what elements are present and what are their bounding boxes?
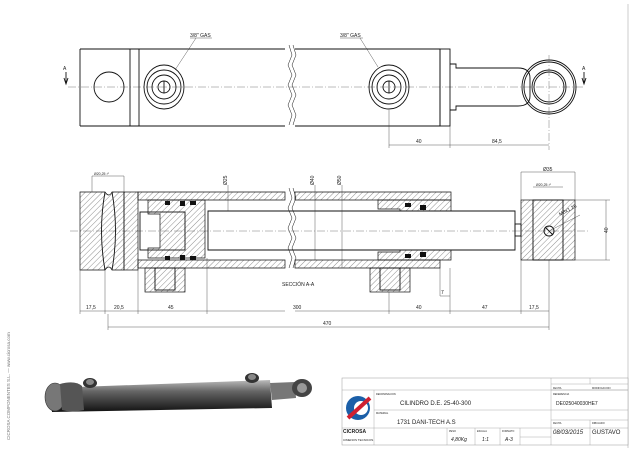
margin-text: CICROSA COMPONENTES S.L. — www.cicrosa.c… [6,332,11,440]
svg-text:ESCALA: ESCALA [477,430,487,433]
diameter-40: Ø40 [310,175,316,185]
svg-text:CICROSA: CICROSA [343,429,366,435]
port-label: 3/8" GAS [340,33,361,39]
dim-20-5: 20,5 [114,305,124,311]
svg-text:DENOMINACION: DENOMINACION [376,393,396,396]
tolerance-left: Ø20,25 ¹⁰ [94,172,110,176]
part-code: DE025040030HE7 [556,401,598,407]
diameter-25: Ø25 [223,175,229,185]
dim-17-5: 17,5 [86,305,96,311]
author: GUSTAVO [592,430,621,436]
tolerance-right: Ø20,25 ¹⁰ [536,183,552,187]
dim-300: 300 [293,305,302,311]
svg-text:MATERIAL: MATERIAL [376,412,389,415]
dim-45: 45 [168,305,174,311]
top-view: 3/8" GAS 3/8" GAS A A 40 84,5 [63,33,587,150]
section-marker: A [63,66,67,72]
svg-text:FORMATO: FORMATO [502,430,514,433]
port-2 [368,64,410,110]
date: 08/03/2015 [553,430,584,436]
svg-text:FECHA: FECHA [553,422,562,425]
dim-470: 470 [323,321,332,327]
svg-text:PESO: PESO [449,430,456,433]
height-dim: 40 [604,227,610,233]
svg-text:CIMENOS TECNICOS: CIMENOS TECNICOS [343,438,373,442]
material: 1731 DANI-TECH A.S [397,420,456,426]
scale: 1:1 [482,437,489,443]
diameter-50: Ø50 [337,175,343,185]
port-label: 3/8" GAS [190,33,211,39]
dim-40: 40 [416,139,422,145]
section-title: SECCIÓN A-A [282,281,315,288]
weight: 4,80Kg [451,437,467,443]
dim-17-5b: 17,5 [529,305,539,311]
dim-84-5: 84,5 [492,139,502,145]
format: A-3 [504,437,513,443]
cylinder-3d-render [44,373,312,412]
dim-7: 7 [441,290,444,296]
svg-text:FECHA: FECHA [553,387,562,390]
section-marker: A [582,66,586,72]
port-1 [143,64,185,110]
svg-text:REFERENCIA: REFERENCIA [553,393,569,396]
section-view: M8x1,25 40 Ø35 Ø20,25 ¹⁰ Ø20,25 ¹⁰ Ø25 Ø… [70,167,610,330]
diameter-35: Ø35 [543,167,553,173]
company-logo: CICROSA CIMENOS TECNICOS [343,396,373,442]
svg-text:MODIFICACION: MODIFICACION [592,387,611,390]
svg-text:DIBUJADO: DIBUJADO [592,422,605,425]
title-block: CICROSA CIMENOS TECNICOS DENOMINACION CI… [341,377,629,446]
dim-47: 47 [482,305,488,311]
designation: CILINDRO D.E. 25-40-300 [400,401,472,407]
dim-40b: 40 [416,305,422,311]
